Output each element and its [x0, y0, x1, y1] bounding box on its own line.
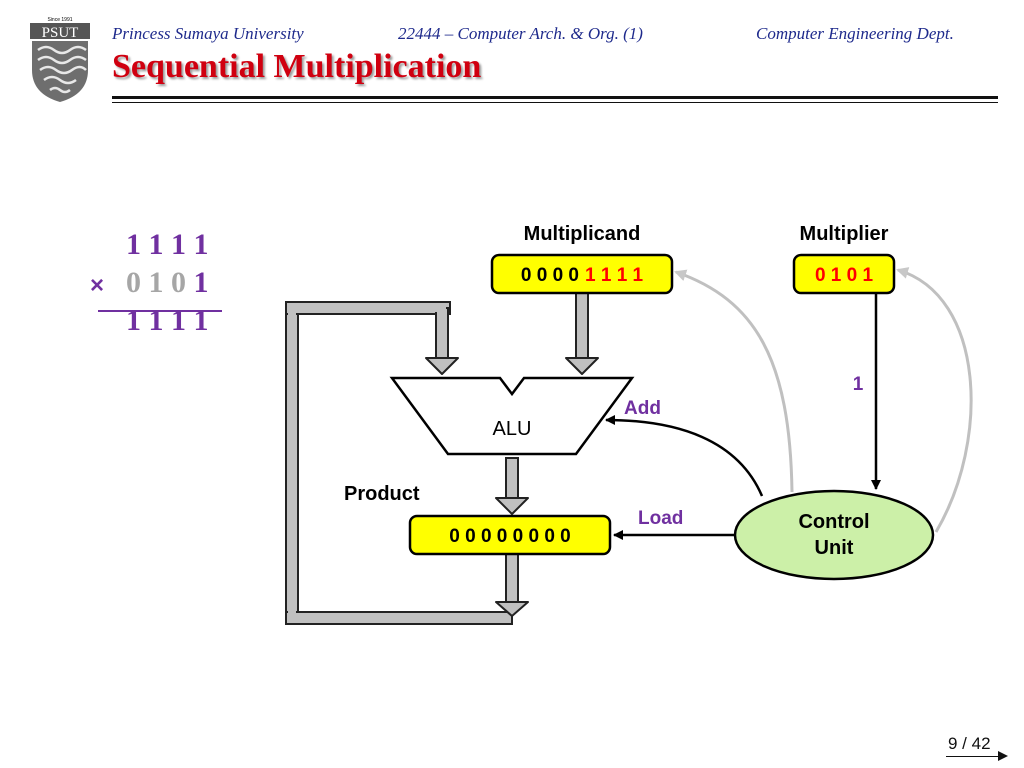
example-operator: × — [90, 272, 105, 299]
multiplicand-register — [490, 253, 674, 295]
example-partial-result: 1 1 1 1 — [126, 304, 209, 337]
add-signal-line — [605, 415, 764, 497]
logo-since-text: Since 1991 — [47, 17, 72, 23]
control-unit-line1: Control — [798, 511, 869, 533]
header-department: Computer Engineering Dept. — [756, 24, 954, 43]
feedback-bus — [285, 301, 513, 625]
multiplier-value: 0 1 0 1 — [815, 265, 874, 286]
example-multiplier-pending: 0 1 0 — [126, 266, 186, 299]
multiplicand-value-upper: 0 0 0 0 — [521, 265, 579, 286]
page-underline — [946, 756, 1002, 757]
next-slide-arrow-icon[interactable] — [998, 751, 1008, 761]
header-university: Princess Sumaya University — [112, 24, 304, 43]
example-sum-line — [98, 310, 222, 312]
multiplicand-value: 0 0 0 0 1 1 1 1 — [521, 265, 644, 286]
product-value: 0 0 0 0 0 0 0 0 — [449, 526, 571, 547]
logo-banner — [30, 23, 90, 39]
example-multiplier-current: 1 — [193, 266, 209, 299]
header-course: 22444 – Computer Arch. & Org. (1) — [398, 24, 643, 43]
alu-label: ALU — [493, 418, 532, 440]
logo-pattern — [37, 45, 87, 94]
page-number: 9 / 42 — [948, 734, 991, 753]
signal-add-label: Add — [624, 398, 661, 419]
psut-logo: Since 1991 PSUT — [30, 17, 90, 102]
multiplier-label: Multiplier — [800, 223, 889, 245]
alu-output-bus — [495, 457, 529, 515]
signal-load-label: Load — [638, 508, 683, 529]
title-rule-thin — [112, 102, 998, 103]
product-label: Product — [344, 483, 420, 505]
control-to-multiplicand-curve — [674, 269, 794, 493]
product-register — [408, 514, 612, 556]
title-rule-thick — [112, 96, 998, 99]
control-unit-line2: Unit — [815, 537, 854, 559]
multiplicand-value-lower: 1 1 1 1 — [585, 265, 644, 286]
multiplicand-label: Multiplicand — [524, 223, 641, 245]
example-multiplicand: 1 1 1 1 — [126, 228, 209, 261]
control-to-multiplier-curve — [896, 267, 973, 533]
multiplicand-bus — [565, 291, 599, 375]
control-unit — [733, 489, 935, 581]
signal-bit-label: 1 — [853, 374, 864, 395]
multiplier-register — [792, 253, 896, 295]
product-output-bus — [495, 553, 529, 617]
alu-shape — [389, 376, 635, 456]
logo-text: PSUT — [42, 25, 79, 41]
example-multiplier: 0 1 0 1 — [126, 266, 209, 300]
slide-title: Sequential Multiplication — [112, 48, 482, 85]
